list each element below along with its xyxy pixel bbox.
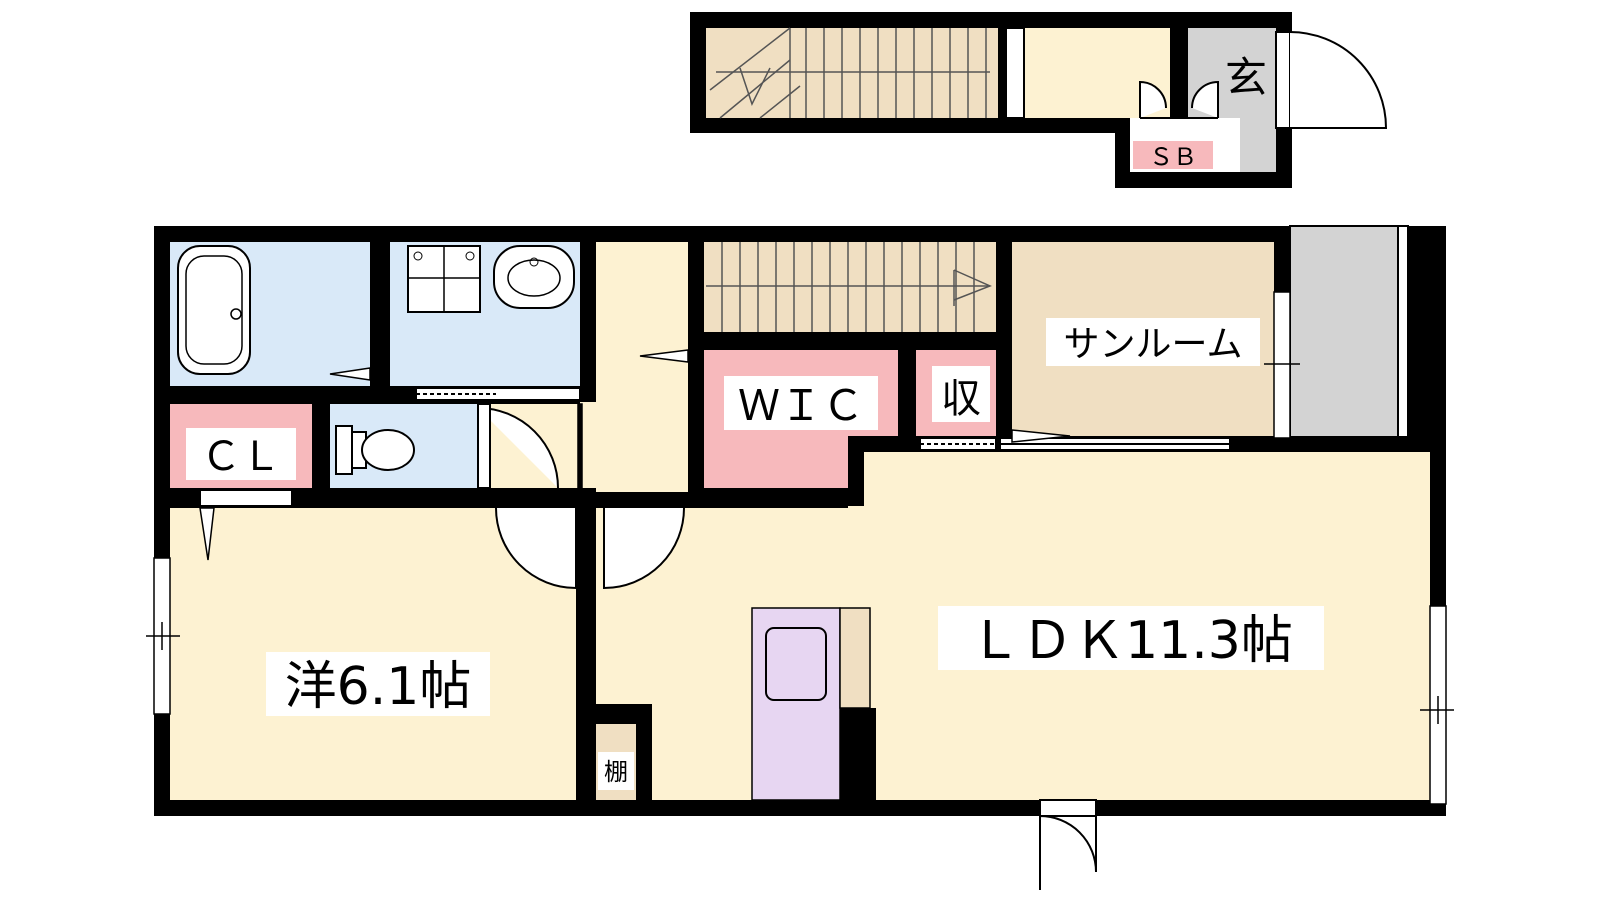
- drain-icon: [230, 308, 242, 320]
- western-room-label: 洋6.1帖: [285, 657, 472, 717]
- entry-markers: [199, 349, 1071, 561]
- closet-label-bg: [186, 428, 296, 480]
- western-label-bg: [266, 652, 490, 716]
- upper-stair-treads: [709, 27, 990, 119]
- doors: [199, 387, 1231, 890]
- shoe-box-doors: [1139, 80, 1219, 119]
- shoe-box-label-bg: [1133, 141, 1213, 169]
- shelf-label: 棚: [604, 758, 628, 786]
- toilet-icon: [335, 425, 415, 475]
- western-room-door: [495, 507, 577, 590]
- balcony-rail: [1397, 225, 1409, 439]
- fridge-wall: [840, 708, 876, 800]
- hallway-lower: [478, 398, 688, 492]
- shelf-label-bg: [598, 752, 634, 790]
- bathtub-inner: [185, 255, 243, 365]
- main-stair-treads: [706, 242, 992, 332]
- ldk-door: [603, 507, 685, 590]
- entrance-label: 玄: [1225, 53, 1267, 102]
- upper-stair-area: [706, 28, 998, 118]
- storage-label: 収: [941, 376, 981, 422]
- upper-block: 玄 ＳＢ: [690, 12, 1388, 188]
- upper-divider: [1005, 27, 1025, 119]
- wic-label: ＷＩＣ: [738, 381, 864, 430]
- sunroom-label-bg: [1046, 318, 1260, 366]
- closet-label: ＣＬ: [201, 434, 281, 480]
- sunroom-label: サンルーム: [1064, 324, 1243, 365]
- wic-wall-notch: [848, 436, 864, 506]
- shoe-box-label: ＳＢ: [1149, 143, 1197, 171]
- windows: [146, 291, 1454, 805]
- ldk-label-bg: [938, 606, 1324, 670]
- exterior-door: [1039, 815, 1097, 890]
- entrance-door: [1275, 31, 1388, 129]
- ldk-label: ＬＤＫ11.3帖: [969, 611, 1293, 671]
- wash-basin-icon: [493, 245, 575, 309]
- main-floor: ＷＩＣ 収 サンルーム ＣＬ 洋6.1帖 ＬＤＫ11.3帖 棚: [146, 225, 1454, 890]
- counter-side: [839, 607, 871, 709]
- wic-label-bg: [724, 376, 878, 430]
- bathtub-icon: [177, 245, 251, 375]
- storage-label-bg: [932, 366, 990, 422]
- sink: [765, 627, 827, 701]
- main-stair: [704, 242, 996, 332]
- balcony: [1289, 225, 1399, 439]
